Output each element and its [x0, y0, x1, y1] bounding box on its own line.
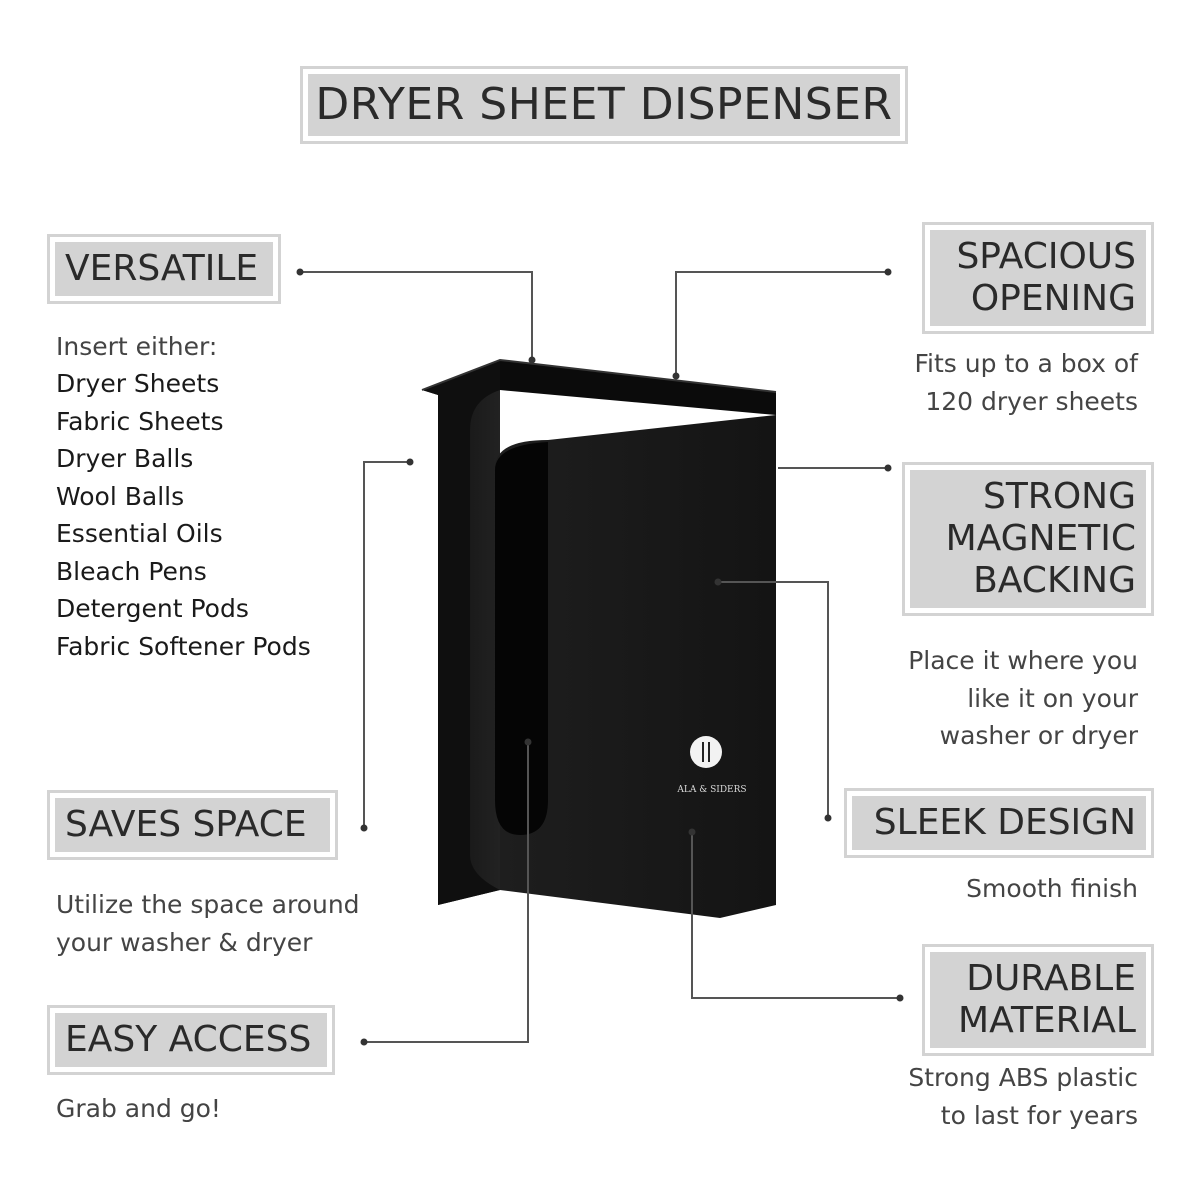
- label-magnetic-backing: STRONG MAGNETIC BACKING: [902, 462, 1154, 616]
- leader-lines: [300, 271, 900, 1043]
- list-item: Detergent Pods: [56, 594, 249, 623]
- brand-logo: ALA & SIDERS: [676, 736, 747, 795]
- label-saves-space: SAVES SPACE: [47, 790, 338, 860]
- label-sleek-design: SLEEK DESIGN: [844, 788, 1154, 858]
- list-item: Wool Balls: [56, 481, 185, 511]
- leader-saves-space: [363, 461, 410, 828]
- label-durable-material: DURABLE MATERIAL: [922, 944, 1154, 1056]
- page-title: DRYER SHEET DISPENSER: [300, 66, 908, 144]
- leader-sleek-design: [718, 581, 829, 818]
- versatile-item-list: Dryer Sheets Fabric Sheets Dryer Balls W…: [56, 365, 311, 665]
- saves-space-description: Utilize the space around your washer & d…: [56, 890, 360, 957]
- leader-easy-access: [364, 742, 529, 1043]
- easy-access-description: Grab and go!: [56, 1094, 221, 1123]
- list-item: Fabric Sheets: [56, 406, 224, 436]
- label-versatile: VERSATILE: [47, 234, 281, 304]
- durable-material-description: Strong ABS plastic to last for years: [908, 1063, 1138, 1130]
- page-title-text: DRYER SHEET DISPENSER: [315, 79, 893, 130]
- list-item: Bleach Pens: [56, 556, 207, 586]
- dispenser-box: ALA & SIDERS: [421, 358, 777, 918]
- list-item: Dryer Sheets: [56, 369, 220, 398]
- leader-versatile: [300, 271, 533, 360]
- label-spacious-opening: SPACIOUS OPENING: [922, 222, 1154, 334]
- spacious-opening-description: Fits up to a box of 120 dryer sheets: [914, 349, 1139, 416]
- magnetic-backing-description: Place it where you like it on your washe…: [908, 646, 1138, 750]
- label-easy-access: EASY ACCESS: [47, 1005, 335, 1075]
- list-item: Dryer Balls: [56, 444, 194, 473]
- list-item: Essential Oils: [56, 519, 223, 548]
- label-versatile-text: VERSATILE: [65, 248, 259, 289]
- leader-dots: [296, 268, 904, 1046]
- sleek-design-description: Smooth finish: [966, 874, 1138, 903]
- list-item: Fabric Softener Pods: [56, 631, 311, 661]
- label-saves-space-text: SAVES SPACE: [65, 804, 307, 845]
- leader-durable-material: [691, 832, 900, 999]
- logo-text: ALA & SIDERS: [676, 785, 746, 795]
- label-easy-access-text: EASY ACCESS: [65, 1019, 312, 1060]
- versatile-intro: Insert either:: [56, 332, 218, 361]
- leader-spacious-opening: [675, 271, 888, 376]
